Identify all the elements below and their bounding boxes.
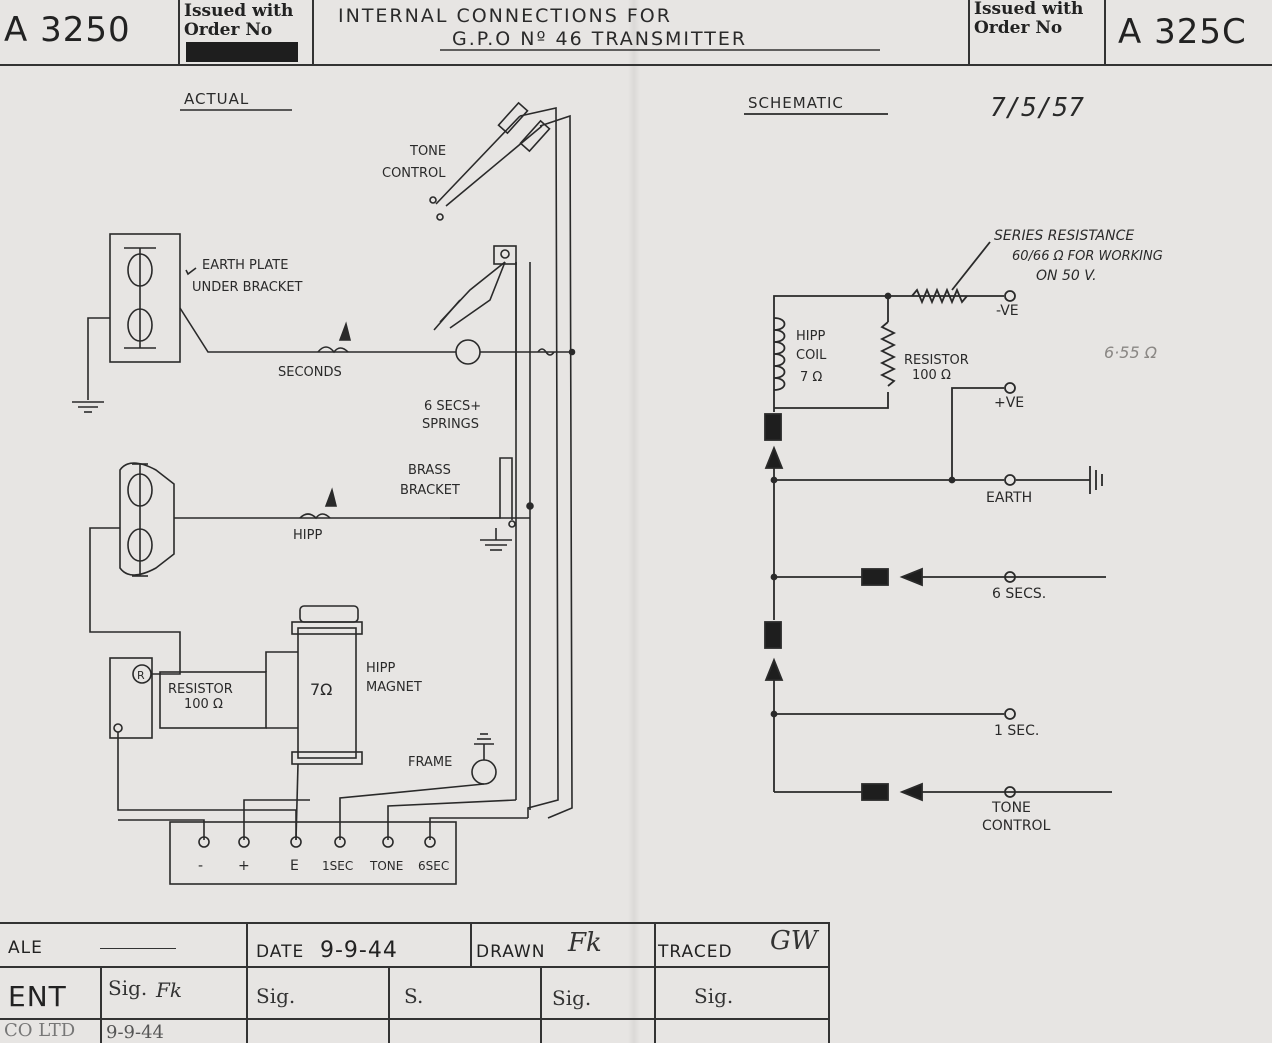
title-line2: G.P.O Nº 46 TRANSMITTER <box>452 28 747 50</box>
six-secs-springs-label2: SPRINGS <box>422 417 479 432</box>
schematic-resistor-label2: 100 Ω <box>912 368 951 383</box>
hipp-coil-label2: COIL <box>796 348 827 363</box>
date-label: DATE <box>256 942 305 962</box>
issued-line1: Issued with <box>184 1 294 21</box>
terminal-tone: TONE <box>369 859 403 873</box>
scale-stroke <box>100 948 176 949</box>
sig-label-2: Sig. <box>256 984 296 1008</box>
issued-label-left: Issued with Order No <box>184 2 293 40</box>
drawn-initials: Fk <box>568 928 602 958</box>
sig-label-4: Sig. <box>552 986 592 1010</box>
schematic-resistor-label1: RESISTOR <box>904 353 969 368</box>
schematic-panel: SCHEMATIC 7/5/57 SERIES RESISTANCE 60/66… <box>744 93 1163 834</box>
hipp-label: HIPP <box>293 528 322 543</box>
frame-label: FRAME <box>408 755 452 770</box>
sig-initials: Fk <box>156 978 182 1002</box>
title-line1: INTERNAL CONNECTIONS FOR <box>338 5 672 27</box>
terminal-6sec: 6SEC <box>418 859 449 873</box>
minus-ve-label: -VE <box>996 303 1019 319</box>
plus-ve-label: +VE <box>994 395 1024 411</box>
redacted-order-number <box>186 42 298 62</box>
tone-control-label2: CONTROL <box>382 166 446 181</box>
issued-line2: Order No <box>184 20 273 40</box>
six-secs-springs-label1: 6 SECS+ <box>424 399 481 414</box>
handwritten-value: 6·55 Ω <box>1104 343 1158 362</box>
company-date: 9-9-44 <box>106 1022 164 1043</box>
issued-label-right: Issued with Order No <box>974 0 1083 38</box>
brass-bracket-label2: BRACKET <box>400 483 460 498</box>
issued-line2-right: Order No <box>974 18 1063 38</box>
actual-resistor-label2: 100 Ω <box>184 697 223 712</box>
series-note-line2: 60/66 Ω FOR WORKING <box>1012 249 1163 264</box>
drawn-label: DRAWN <box>476 942 546 962</box>
terminal-earth: E <box>290 858 299 874</box>
ent-label: ENT <box>8 980 67 1013</box>
one-sec-label: 1 SEC. <box>994 723 1039 739</box>
paper-fold <box>628 0 640 1043</box>
traced-label: TRACED <box>658 942 733 962</box>
terminal-1sec: 1SEC <box>322 859 353 873</box>
scale-label: ALE <box>8 938 43 958</box>
schematic-heading: SCHEMATIC <box>748 94 844 112</box>
series-note-line1: SERIES RESISTANCE <box>994 228 1134 244</box>
traced-initials: GW <box>770 926 818 956</box>
brass-bracket-label1: BRASS <box>408 463 451 478</box>
terminal-minus: - <box>198 858 203 874</box>
hipp-magnet-label1: HIPP <box>366 661 395 676</box>
actual-resistor-label1: RESISTOR <box>168 682 233 697</box>
seconds-label: SECONDS <box>278 365 342 380</box>
actual-panel: ACTUAL TONE CONTROL EARTH PLATE <box>72 90 576 885</box>
company-label: CO LTD <box>4 1020 76 1041</box>
issued-line1-right: Issued with <box>974 0 1084 19</box>
series-note-line3: ON 50 V. <box>1036 268 1097 284</box>
sig-label-3: S. <box>404 984 424 1008</box>
magnet-value-label: 7Ω <box>310 680 332 699</box>
hipp-coil-label3: 7 Ω <box>800 370 822 385</box>
handwritten-date: 7/5/57 <box>990 93 1084 123</box>
schematic-tone-label2: CONTROL <box>982 818 1051 834</box>
drawing-number-left: A 3250 <box>4 10 131 50</box>
earth-plate-label1: EARTH PLATE <box>202 258 288 273</box>
hipp-magnet-label2: MAGNET <box>366 680 422 695</box>
tone-control-label1: TONE <box>409 144 446 159</box>
six-secs-label: 6 SECS. <box>992 586 1046 602</box>
actual-heading: ACTUAL <box>184 90 249 108</box>
resistor-R-mark: R <box>137 669 145 682</box>
date-value: 9-9-44 <box>320 938 398 963</box>
sig-label-5: Sig. <box>694 984 734 1008</box>
drawing-number-right: A 325C <box>1118 12 1247 52</box>
earth-plate-label2: UNDER BRACKET <box>192 280 303 295</box>
hipp-coil-label1: HIPP <box>796 329 825 344</box>
earth-label: EARTH <box>986 490 1032 506</box>
sig-label-1: Sig. <box>108 976 148 1000</box>
schematic-tone-label1: TONE <box>991 800 1031 816</box>
terminal-plus: + <box>238 858 250 874</box>
